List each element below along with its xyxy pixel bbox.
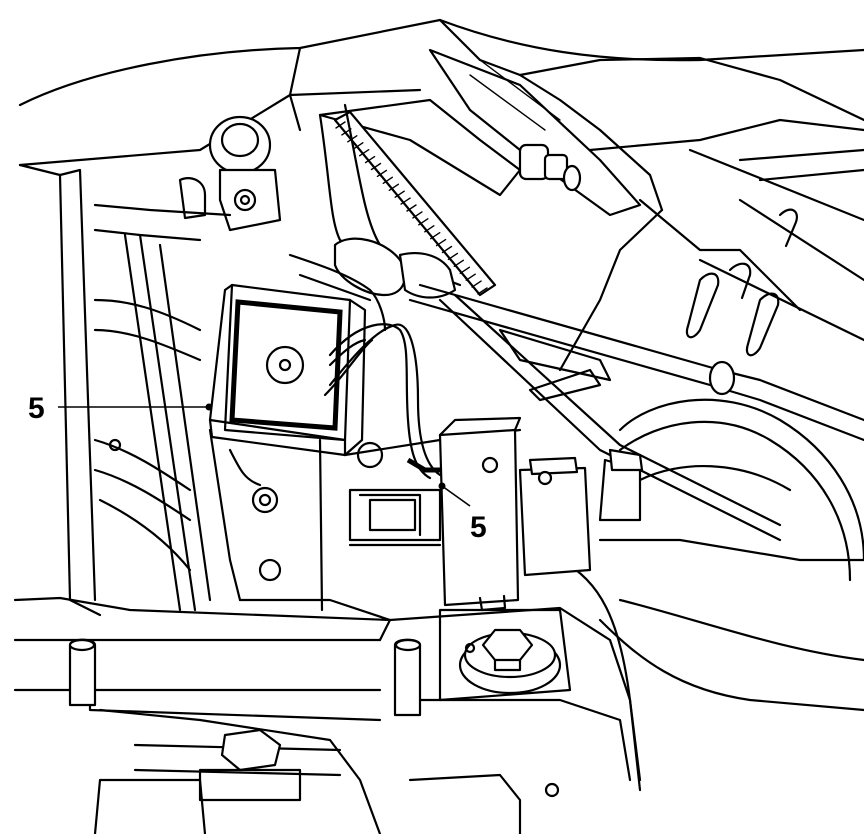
callout-dot — [205, 403, 213, 411]
curved-duct — [558, 398, 864, 792]
sensor-wires — [323, 323, 442, 480]
mount-knob — [208, 115, 282, 232]
center-housing — [208, 428, 522, 622]
right-control-module — [438, 416, 592, 612]
cable-harness — [288, 103, 462, 332]
locating-pins — [68, 638, 560, 798]
link-rod — [408, 283, 864, 542]
hex-bolt-center — [458, 628, 562, 695]
stud-bolt-upper — [518, 143, 582, 192]
callout-label: 5 — [470, 511, 487, 544]
callout-leader — [441, 485, 471, 507]
lower-mount-bracket — [13, 596, 642, 834]
callout-dot — [438, 482, 446, 490]
left-frame — [18, 163, 232, 617]
upper-body-panels — [18, 18, 864, 372]
toothed-rack — [333, 110, 497, 297]
callout-right: 5 — [438, 482, 487, 544]
left-control-module — [208, 283, 367, 457]
hex-bolt-lower — [198, 728, 302, 802]
callout-label: 5 — [28, 392, 45, 425]
callout-left: 5 — [28, 392, 213, 425]
